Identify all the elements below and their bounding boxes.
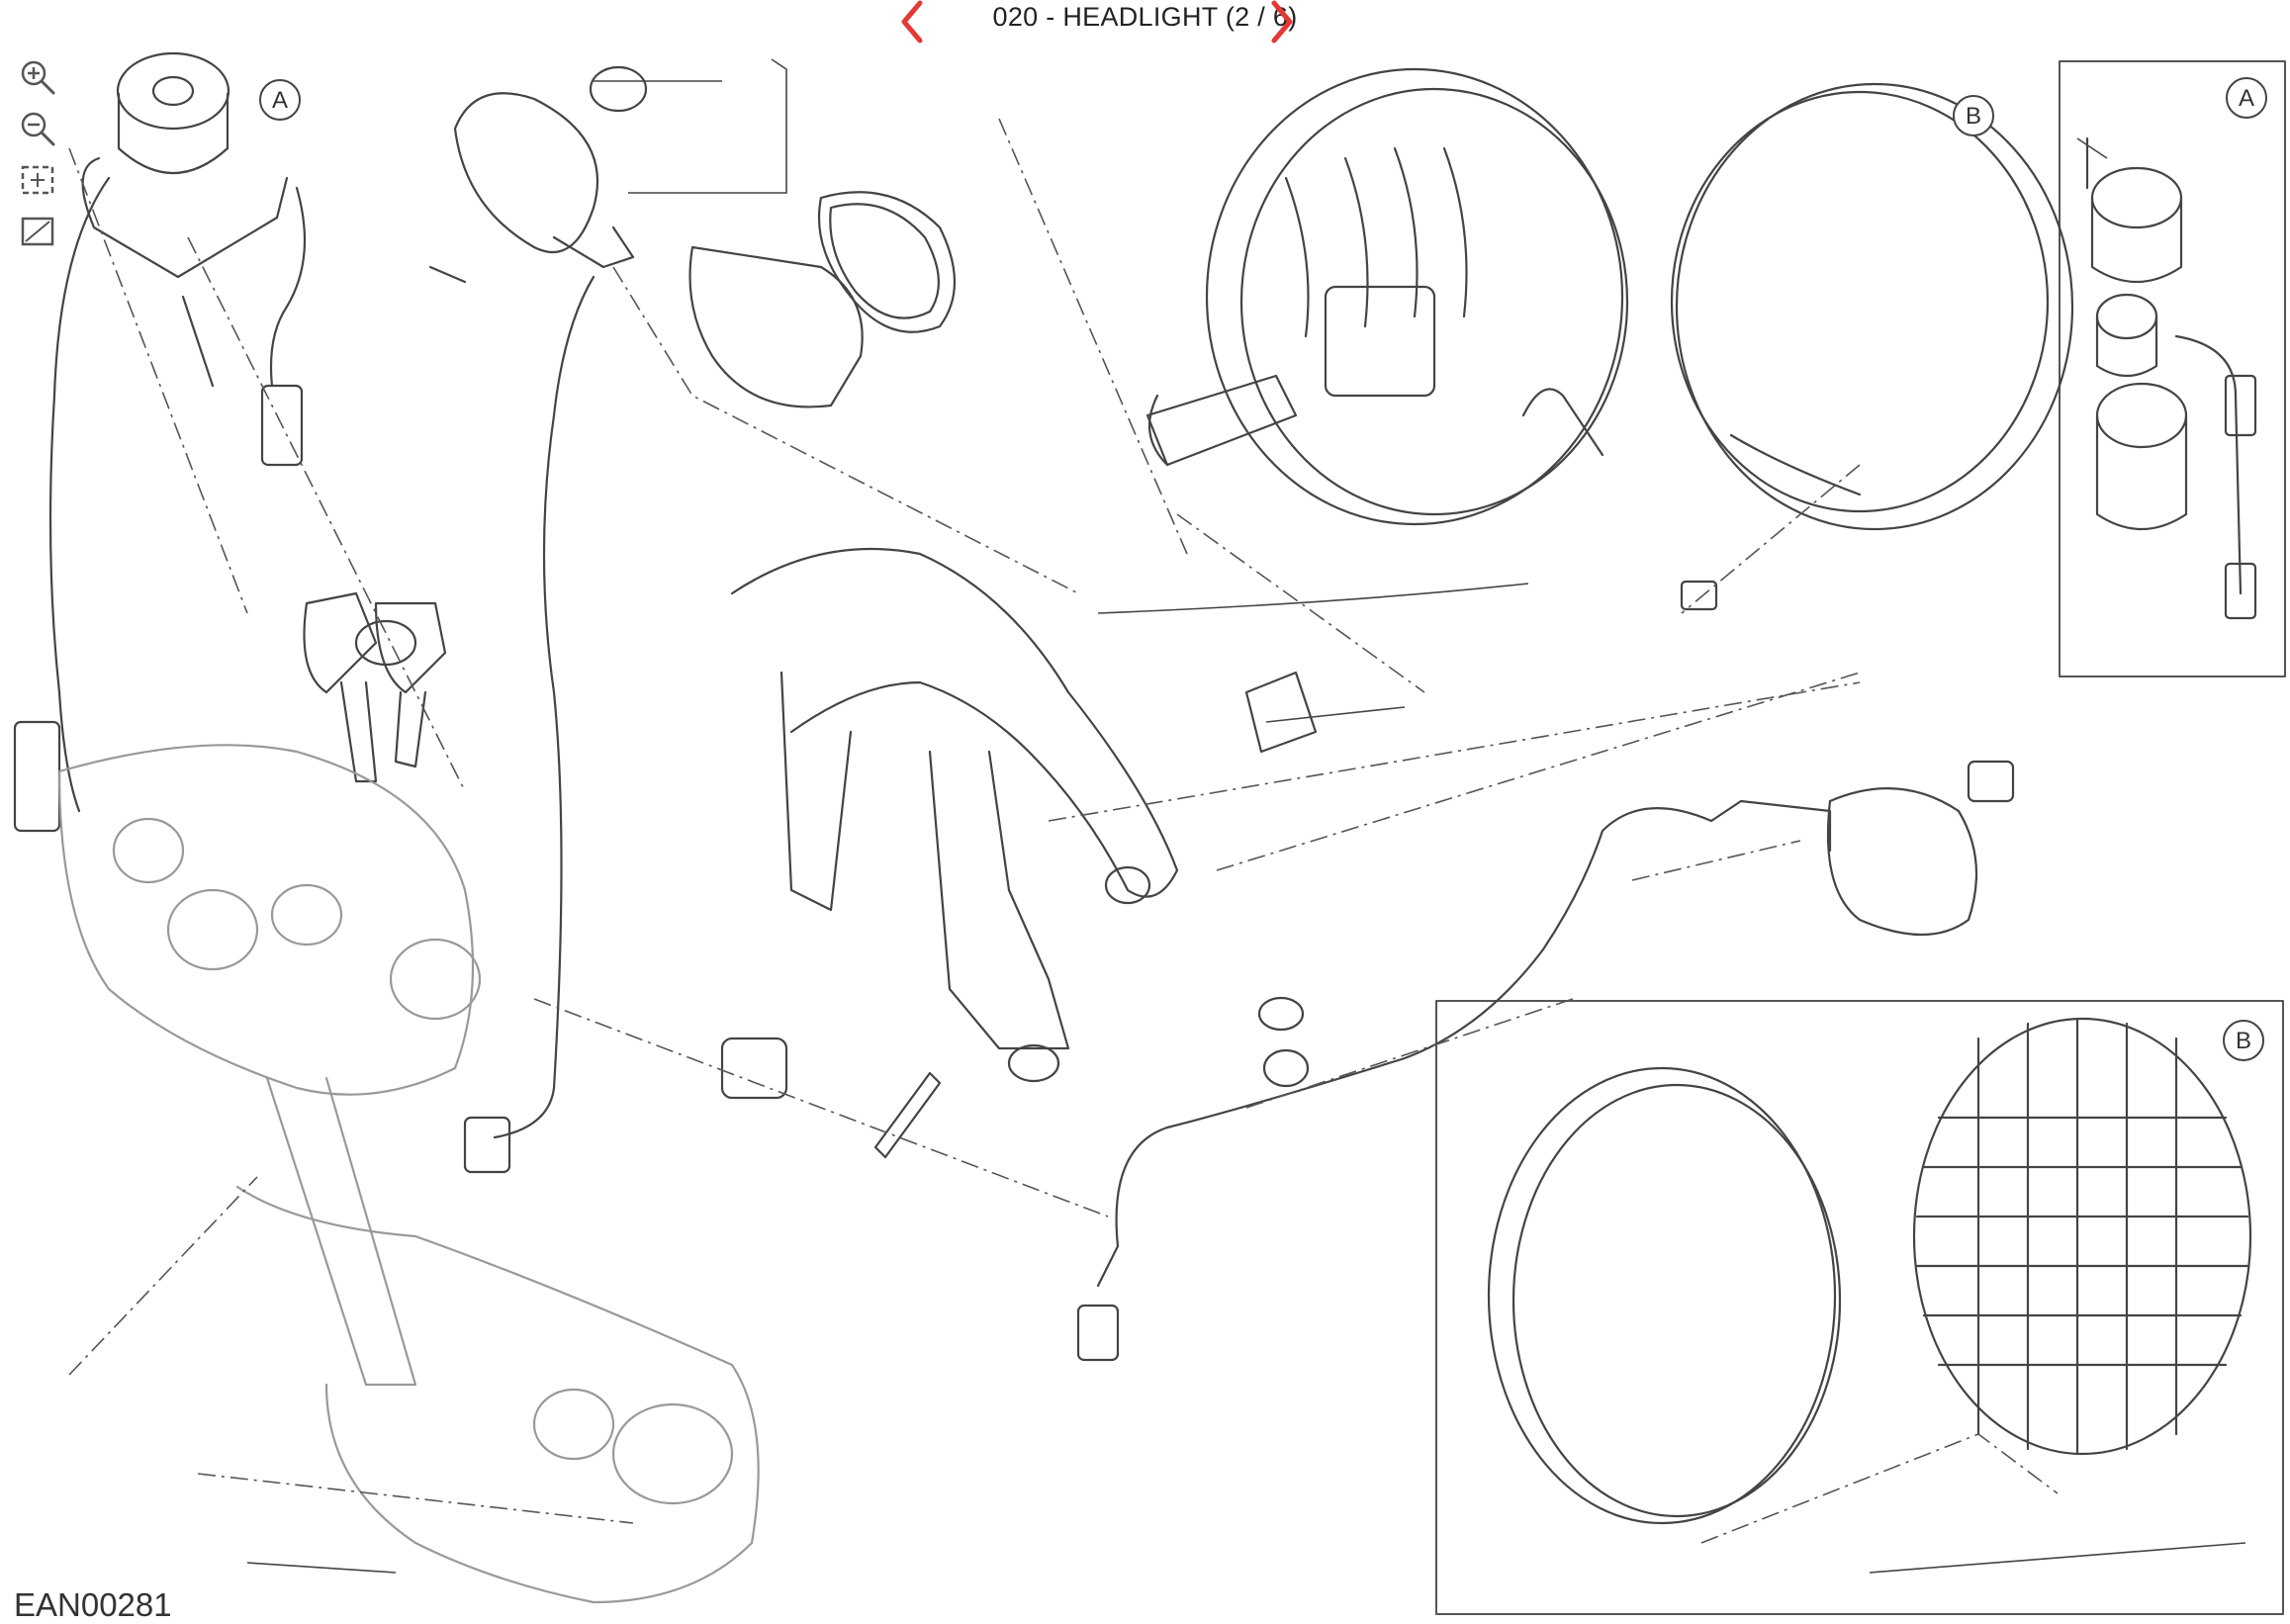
inset-b-rim-part — [1487, 1066, 1842, 1525]
fit-screen-icon — [21, 165, 54, 195]
callout-label-b-inset: B — [2236, 1028, 2251, 1054]
triple-clamp-part — [57, 744, 760, 1604]
keys-part — [303, 591, 447, 783]
headlight-body-part — [1145, 67, 1629, 526]
inset-panel-b — [1435, 1000, 2284, 1615]
fullscreen-button[interactable] — [18, 212, 57, 251]
drawing-code-label: EAN00281 — [14, 1586, 172, 1623]
fasteners-part — [720, 388, 2015, 1159]
headlight-rim-part — [1670, 82, 2074, 531]
turn-signal-right-part — [1076, 787, 1978, 1362]
callout-label-b-main: B — [1966, 103, 1981, 130]
callout-circle-b-inset — [2223, 1020, 2264, 1061]
page-header: 020 - HEADLIGHT (2 / 6) — [0, 0, 2290, 44]
callout-label-a-inset: A — [2239, 85, 2254, 112]
fullscreen-icon — [21, 217, 54, 246]
chevron-right-icon — [1271, 0, 1293, 44]
callout-circle-a-main — [259, 79, 301, 121]
fit-screen-button[interactable] — [18, 160, 57, 200]
inset-a-ignition-part — [2085, 136, 2257, 620]
callout-label-a-main: A — [272, 87, 288, 114]
zoom-in-button[interactable] — [18, 57, 57, 97]
callout-circle-b-main — [1953, 95, 1994, 136]
cover-gasket-part — [688, 191, 956, 408]
inset-b-grille-part — [1912, 1017, 2252, 1456]
zoom-in-icon — [21, 60, 55, 95]
zoom-out-button[interactable] — [18, 109, 57, 148]
next-page-button[interactable] — [1264, 0, 1300, 44]
inset-panel-a — [2059, 60, 2286, 677]
page-title: 020 - HEADLIGHT (2 / 6) — [992, 2, 1298, 32]
turn-signal-left-part — [428, 65, 648, 1174]
callout-circle-a-inset — [2226, 77, 2267, 119]
previous-page-button[interactable] — [894, 0, 930, 44]
headlight-bracket-part — [730, 547, 1179, 1083]
ignition-switch-part — [13, 51, 307, 833]
view-toolbar — [18, 57, 65, 263]
chevron-left-icon — [901, 0, 923, 44]
zoom-out-icon — [21, 112, 55, 146]
